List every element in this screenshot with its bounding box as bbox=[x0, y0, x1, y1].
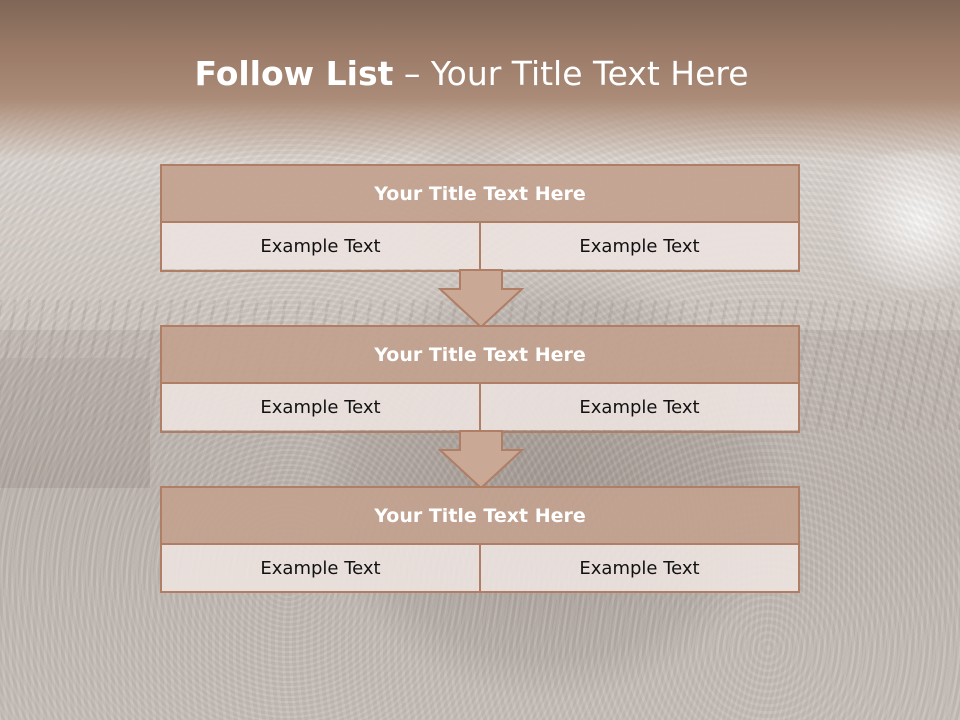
background-wall bbox=[0, 358, 150, 488]
step-3-title: Your Title Text Here bbox=[162, 488, 798, 545]
step-box-2: Your Title Text Here Example Text Exampl… bbox=[160, 325, 800, 433]
step-2-right-text: Example Text bbox=[479, 384, 798, 430]
down-arrow-icon bbox=[438, 269, 524, 329]
step-3-row: Example Text Example Text bbox=[162, 545, 798, 591]
step-1-left-text: Example Text bbox=[162, 223, 479, 269]
slide-title-rest: – Your Title Text Here bbox=[393, 54, 749, 93]
step-2-left-text: Example Text bbox=[162, 384, 479, 430]
slide-title-bold: Follow List bbox=[194, 54, 394, 93]
step-3-right-text: Example Text bbox=[479, 545, 798, 591]
down-arrow-icon bbox=[438, 430, 524, 490]
step-box-3: Your Title Text Here Example Text Exampl… bbox=[160, 486, 800, 593]
step-box-1: Your Title Text Here Example Text Exampl… bbox=[160, 164, 800, 272]
step-2-row: Example Text Example Text bbox=[162, 384, 798, 430]
step-2-title: Your Title Text Here bbox=[162, 327, 798, 384]
title-band bbox=[0, 0, 960, 160]
step-1-right-text: Example Text bbox=[479, 223, 798, 269]
step-3-left-text: Example Text bbox=[162, 545, 479, 591]
slide-title: Follow List – Your Title Text Here bbox=[0, 54, 943, 93]
step-1-row: Example Text Example Text bbox=[162, 223, 798, 269]
background-figure bbox=[255, 230, 845, 720]
step-1-title: Your Title Text Here bbox=[162, 166, 798, 223]
